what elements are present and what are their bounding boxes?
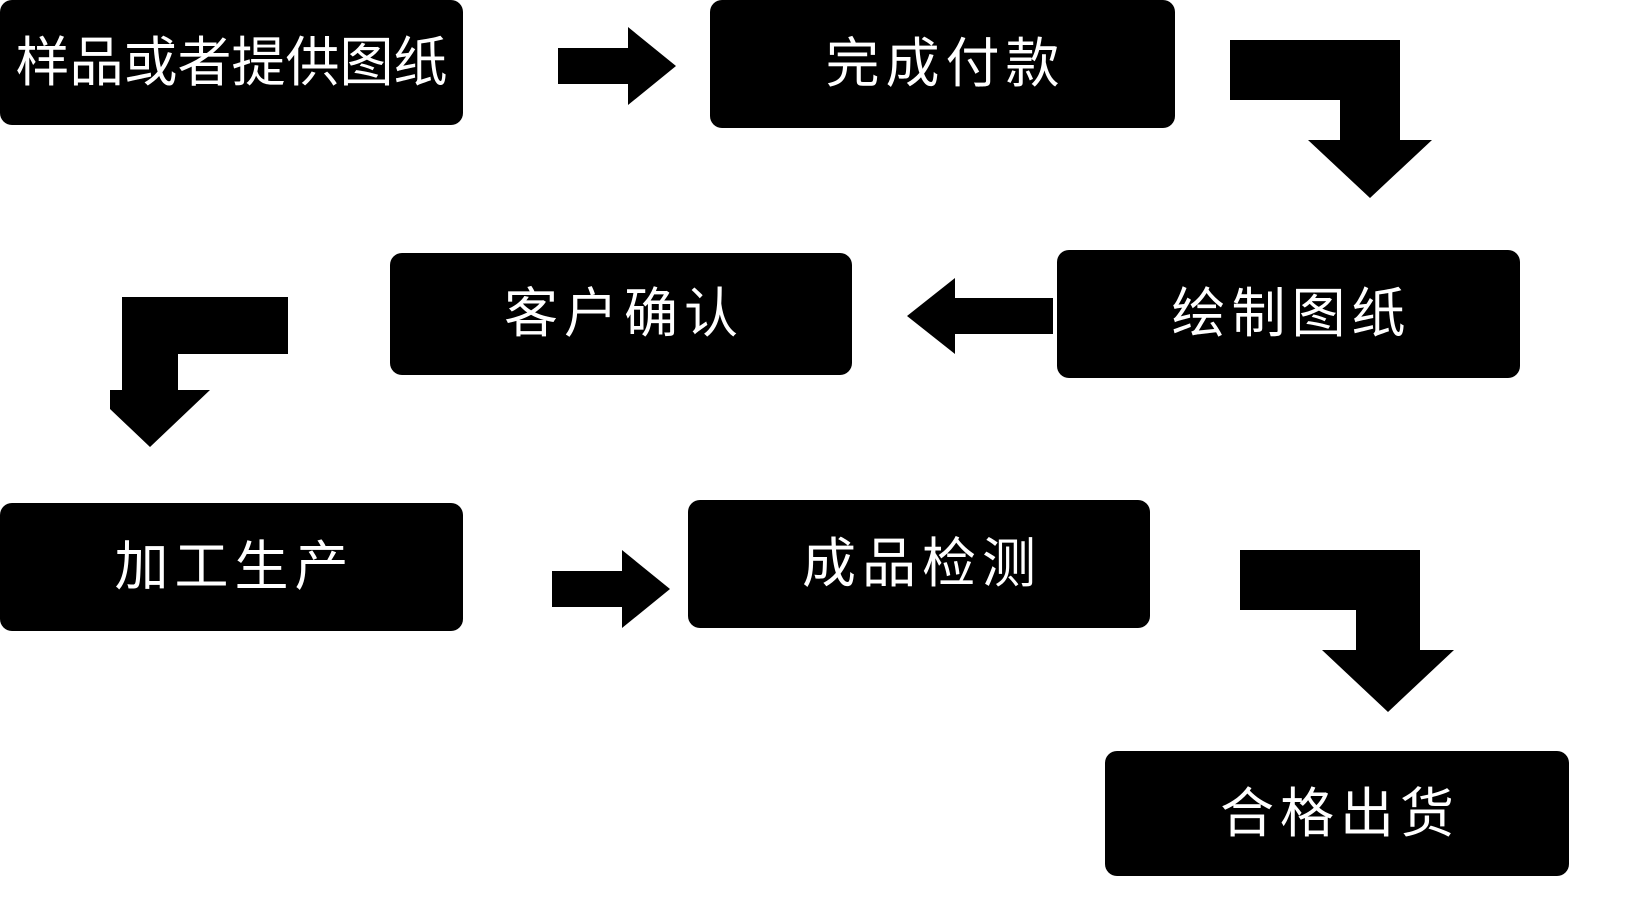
arrow-elbow-payment-to-drawing: [1222, 30, 1442, 200]
flow-node-label: 绘制图纸: [1171, 284, 1412, 344]
flow-node-label: 成品检测: [802, 534, 1042, 594]
flow-node-label: 完成付款: [825, 34, 1066, 94]
arrow-right-production-to-inspection: [534, 545, 674, 633]
arrow-left-drawing-to-confirm: [905, 275, 1055, 357]
flow-node-label: 客户确认: [504, 284, 744, 344]
flow-node-finished-inspection[interactable]: 成品检测: [688, 500, 1150, 628]
flow-node-label: 样品或者提供图纸: [15, 32, 448, 93]
flow-node-draw-drawing[interactable]: 绘制图纸: [1057, 250, 1520, 378]
arrow-elbow-inspection-to-shipment: [1232, 540, 1462, 715]
flow-node-production[interactable]: 加工生产: [0, 503, 463, 631]
flow-node-qualified-shipment[interactable]: 合格出货: [1105, 751, 1569, 876]
flow-node-sample-or-drawing[interactable]: 样品或者提供图纸: [0, 0, 463, 125]
arrow-right-sample-to-payment: [540, 22, 680, 110]
flow-node-complete-payment[interactable]: 完成付款: [710, 0, 1175, 128]
flow-node-label: 加工生产: [114, 537, 355, 597]
flow-node-customer-confirm[interactable]: 客户确认: [390, 253, 852, 375]
arrow-elbow-confirm-to-production: [110, 292, 290, 452]
flow-node-label: 合格出货: [1220, 783, 1460, 844]
